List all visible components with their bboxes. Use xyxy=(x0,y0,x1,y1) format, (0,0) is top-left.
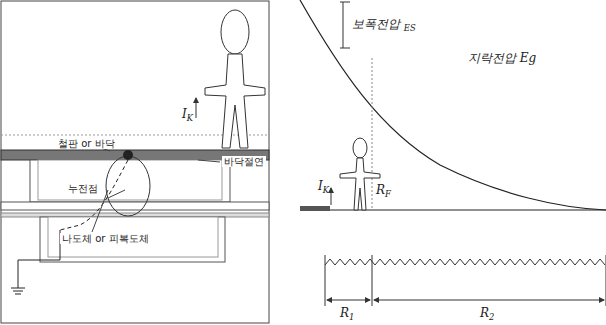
part-label: 바닥절연 xyxy=(222,156,266,167)
resistance-label: R2 xyxy=(480,307,494,323)
resistance-label: RF xyxy=(376,184,391,200)
panel-frame xyxy=(1,1,269,323)
voltage-label: 지락전압 Eg xyxy=(468,52,536,65)
current-label: IK xyxy=(182,108,193,124)
part-label: 누전점 xyxy=(66,183,100,194)
voltage-label: 보폭전압 ES xyxy=(352,18,416,34)
part-label: 나도체 or 피복도체 xyxy=(60,233,151,244)
person-figure xyxy=(205,10,265,148)
part-label: 철판 or 바닥 xyxy=(56,138,117,149)
resistance-label: R1 xyxy=(340,307,354,323)
current-label: IK xyxy=(318,180,329,196)
